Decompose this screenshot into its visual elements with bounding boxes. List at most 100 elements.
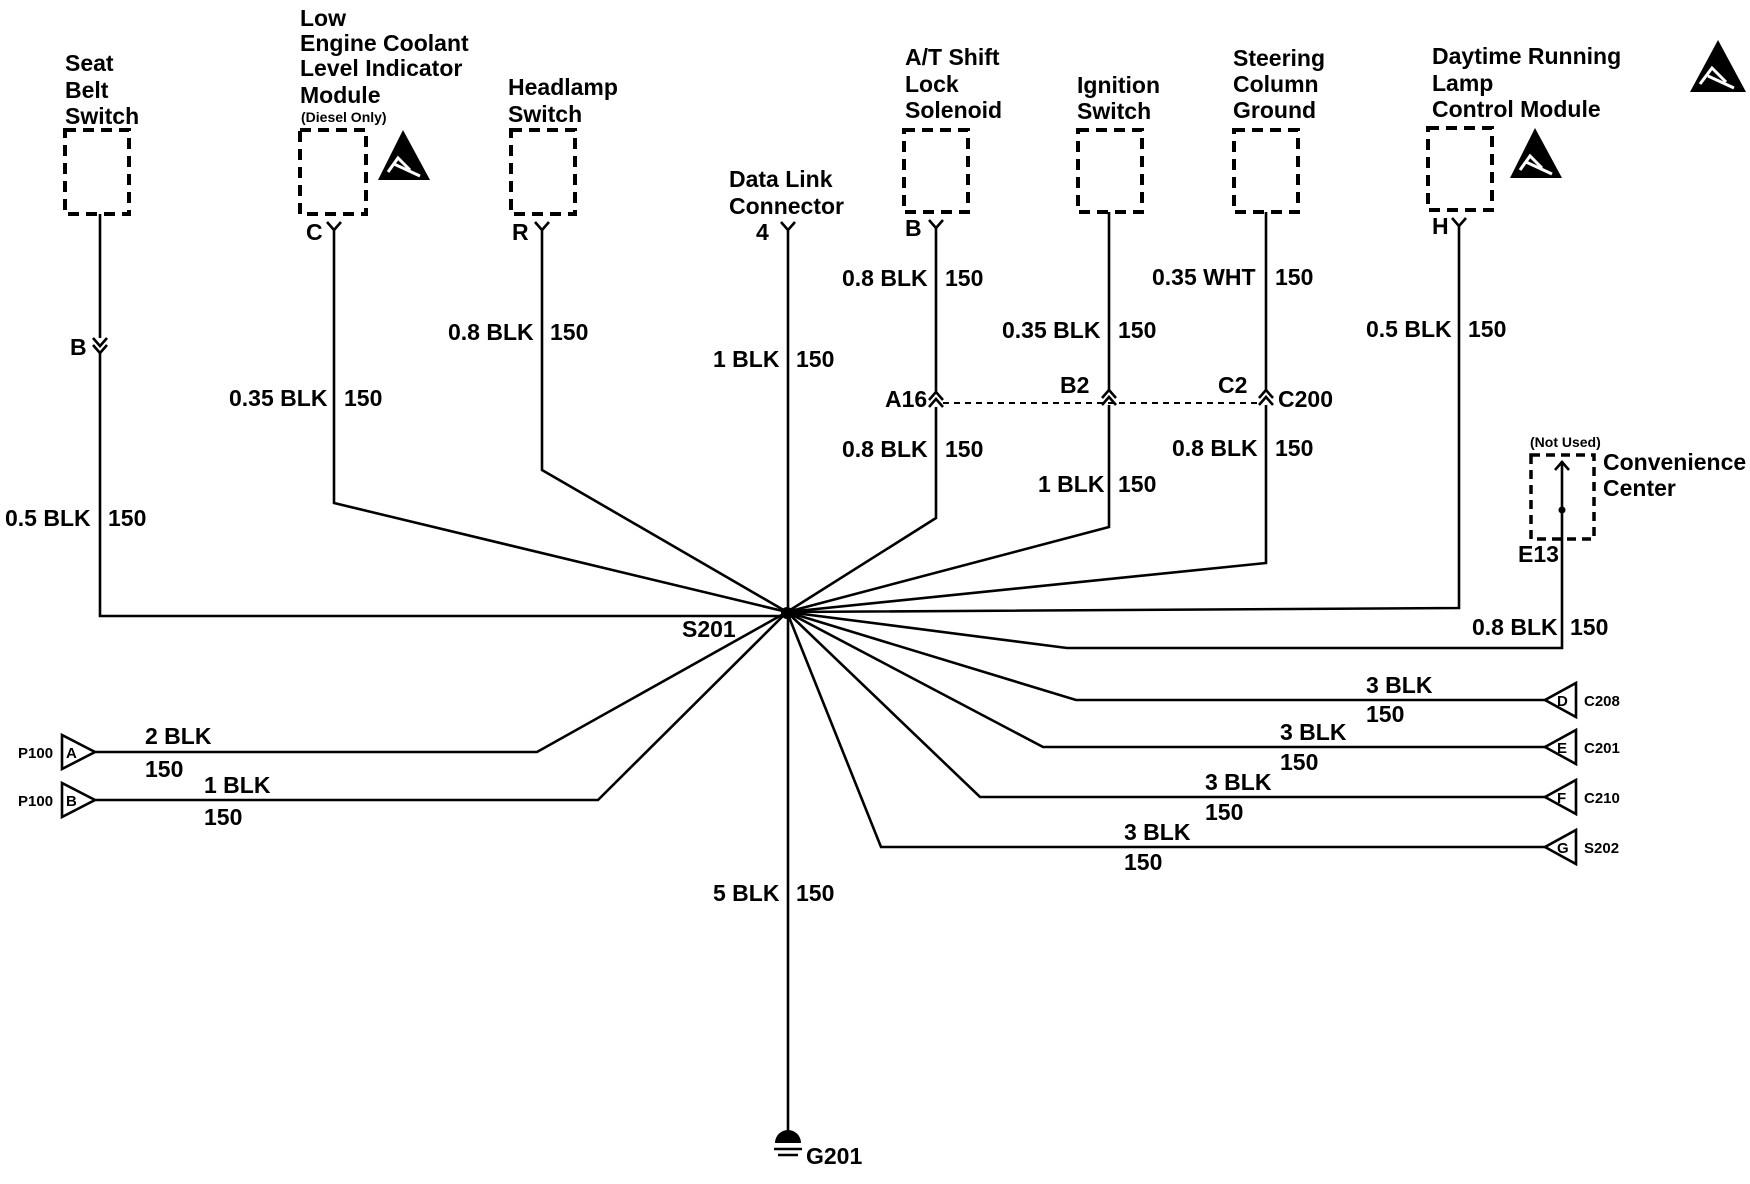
esd-warning-icon — [1510, 128, 1562, 178]
wire-label-ground-size: 5 BLK — [713, 880, 780, 906]
svg-text:C208: C208 — [1584, 693, 1620, 710]
wire-label-s202-circuit: 150 — [1124, 849, 1162, 875]
headlamp-switch-box — [509, 128, 577, 216]
wire-label-s202-size: 3 BLK — [1124, 819, 1191, 845]
wire-label-convenience-circuit: 150 — [1570, 614, 1608, 640]
wire-label-ignition-bottom-size: 1 BLK — [1038, 471, 1105, 497]
wire-label-shift-lock-bottom-circuit: 150 — [945, 436, 983, 462]
svg-text:E: E — [1557, 740, 1567, 757]
svg-text:P100: P100 — [18, 793, 53, 810]
wire-label-c208-size: 3 BLK — [1366, 672, 1433, 698]
wire-label-low-coolant-circuit: 150 — [344, 385, 382, 411]
wire-label-dlc-circuit: 150 — [796, 346, 834, 372]
splice-s201 — [781, 607, 793, 619]
wire-label-p100b-size: 1 BLK — [204, 772, 271, 798]
wire-convenience — [786, 461, 1564, 650]
connector-symbol — [92, 337, 108, 355]
wire-label-shift-lock-top-circuit: 150 — [945, 265, 983, 291]
wire-p100a — [95, 610, 788, 754]
headlamp-pin: R — [512, 219, 529, 245]
seat-belt-pin: B — [70, 334, 87, 360]
wire-label-steering-top-circuit: 150 — [1275, 264, 1313, 290]
wire-headlamp — [540, 228, 788, 614]
convenience-note: (Not Used) — [1530, 434, 1601, 450]
wire-low-coolant — [332, 228, 788, 614]
wire-label-shift-lock-bottom-size: 0.8 BLK — [842, 436, 928, 462]
wire-label-ignition-bottom-circuit: 150 — [1118, 471, 1156, 497]
wire-p100b — [95, 611, 788, 802]
svg-text:D: D — [1557, 693, 1568, 710]
wire-c210 — [786, 611, 1545, 799]
ignition-switch-box — [1076, 128, 1144, 214]
splice-label: S201 — [682, 616, 736, 642]
terminal-dot — [1558, 506, 1566, 514]
connector-s202: G S202 — [1542, 827, 1619, 867]
wire-drl — [786, 224, 1461, 614]
wire-c208 — [786, 610, 1545, 702]
wire-ignition — [786, 212, 1111, 614]
svg-text:F: F — [1557, 790, 1566, 807]
wire-s202 — [785, 611, 1545, 849]
connector-c208: D C208 — [1542, 680, 1620, 720]
svg-text:G: G — [1557, 840, 1569, 857]
shift-lock-solenoid-box — [902, 128, 970, 214]
wire-label-p100a-circuit: 150 — [145, 756, 183, 782]
shift-lock-pin: B — [905, 215, 922, 241]
wire-label-c201-size: 3 BLK — [1280, 719, 1347, 745]
headlamp-switch-label: Headlamp Switch — [508, 74, 624, 127]
svg-text:S202: S202 — [1584, 840, 1619, 857]
connector-symbol — [928, 390, 944, 408]
steering-column-ground-box — [1232, 128, 1300, 214]
svg-text:P100: P100 — [18, 745, 53, 762]
connector-symbol — [1258, 388, 1274, 406]
wire-label-low-coolant-size: 0.35 BLK — [229, 385, 328, 411]
wire-label-steering-bottom-circuit: 150 — [1275, 435, 1313, 461]
connector-c210: F C210 — [1542, 777, 1620, 817]
esd-warning-icon — [1690, 40, 1746, 92]
wire-label-shift-lock-top-size: 0.8 BLK — [842, 265, 928, 291]
wire-label-p100b-circuit: 150 — [204, 804, 242, 830]
low-coolant-module-box — [298, 128, 368, 216]
wire-label-steering-top-size: 0.35 WHT — [1152, 264, 1256, 290]
drl-module-label: Daytime Running Lamp Control Module — [1432, 43, 1628, 122]
c200-pin-c2: C2 — [1218, 372, 1247, 398]
ground-label: G201 — [806, 1143, 862, 1169]
svg-text:C210: C210 — [1584, 790, 1620, 807]
convenience-center-box — [1529, 453, 1596, 541]
connector-symbol — [1554, 460, 1570, 471]
convenience-pin: E13 — [1518, 541, 1559, 567]
wire-c201 — [786, 610, 1545, 749]
wire-label-ground-circuit: 150 — [796, 880, 834, 906]
wire-label-ignition-top-circuit: 150 — [1118, 317, 1156, 343]
wire-steering-column — [786, 212, 1268, 614]
wire-label-headlamp-circuit: 150 — [550, 319, 588, 345]
wire-label-drl-circuit: 150 — [1468, 316, 1506, 342]
c200-pin-a16: A16 — [885, 386, 927, 412]
wire-label-seat-belt-circuit: 150 — [108, 505, 146, 531]
steering-column-ground-label: Steering Column Ground — [1233, 45, 1331, 123]
svg-text:A: A — [66, 745, 77, 762]
c200-connector-label: C200 — [1278, 386, 1333, 412]
ground-symbol-icon — [774, 1130, 802, 1157]
drl-pin: H — [1432, 213, 1449, 239]
wire-seat-belt — [98, 214, 787, 618]
ignition-switch-label: Ignition Switch — [1077, 72, 1166, 124]
wire-label-c210-size: 3 BLK — [1205, 769, 1272, 795]
wire-label-dlc-size: 1 BLK — [713, 346, 780, 372]
convenience-center-label: Convenience Center — [1603, 449, 1750, 501]
data-link-connector-label: Data Link Connector — [729, 166, 844, 219]
connector-p100a: A P100 — [18, 732, 98, 772]
svg-text:C201: C201 — [1584, 740, 1620, 757]
drl-module-box — [1426, 126, 1494, 212]
wire-label-seat-belt-size: 0.5 BLK — [5, 505, 91, 531]
low-coolant-pin: C — [306, 219, 323, 245]
wire-label-c208-circuit: 150 — [1366, 701, 1404, 727]
connector-p100b: B P100 — [18, 780, 98, 820]
connector-c201: E C201 — [1542, 727, 1620, 767]
wire-label-c210-circuit: 150 — [1205, 799, 1243, 825]
esd-warning-icon — [378, 130, 430, 180]
wire-shift-lock — [786, 226, 938, 614]
low-coolant-note: (Diesel Only) — [301, 109, 387, 125]
wire-label-convenience-size: 0.8 BLK — [1472, 614, 1558, 640]
